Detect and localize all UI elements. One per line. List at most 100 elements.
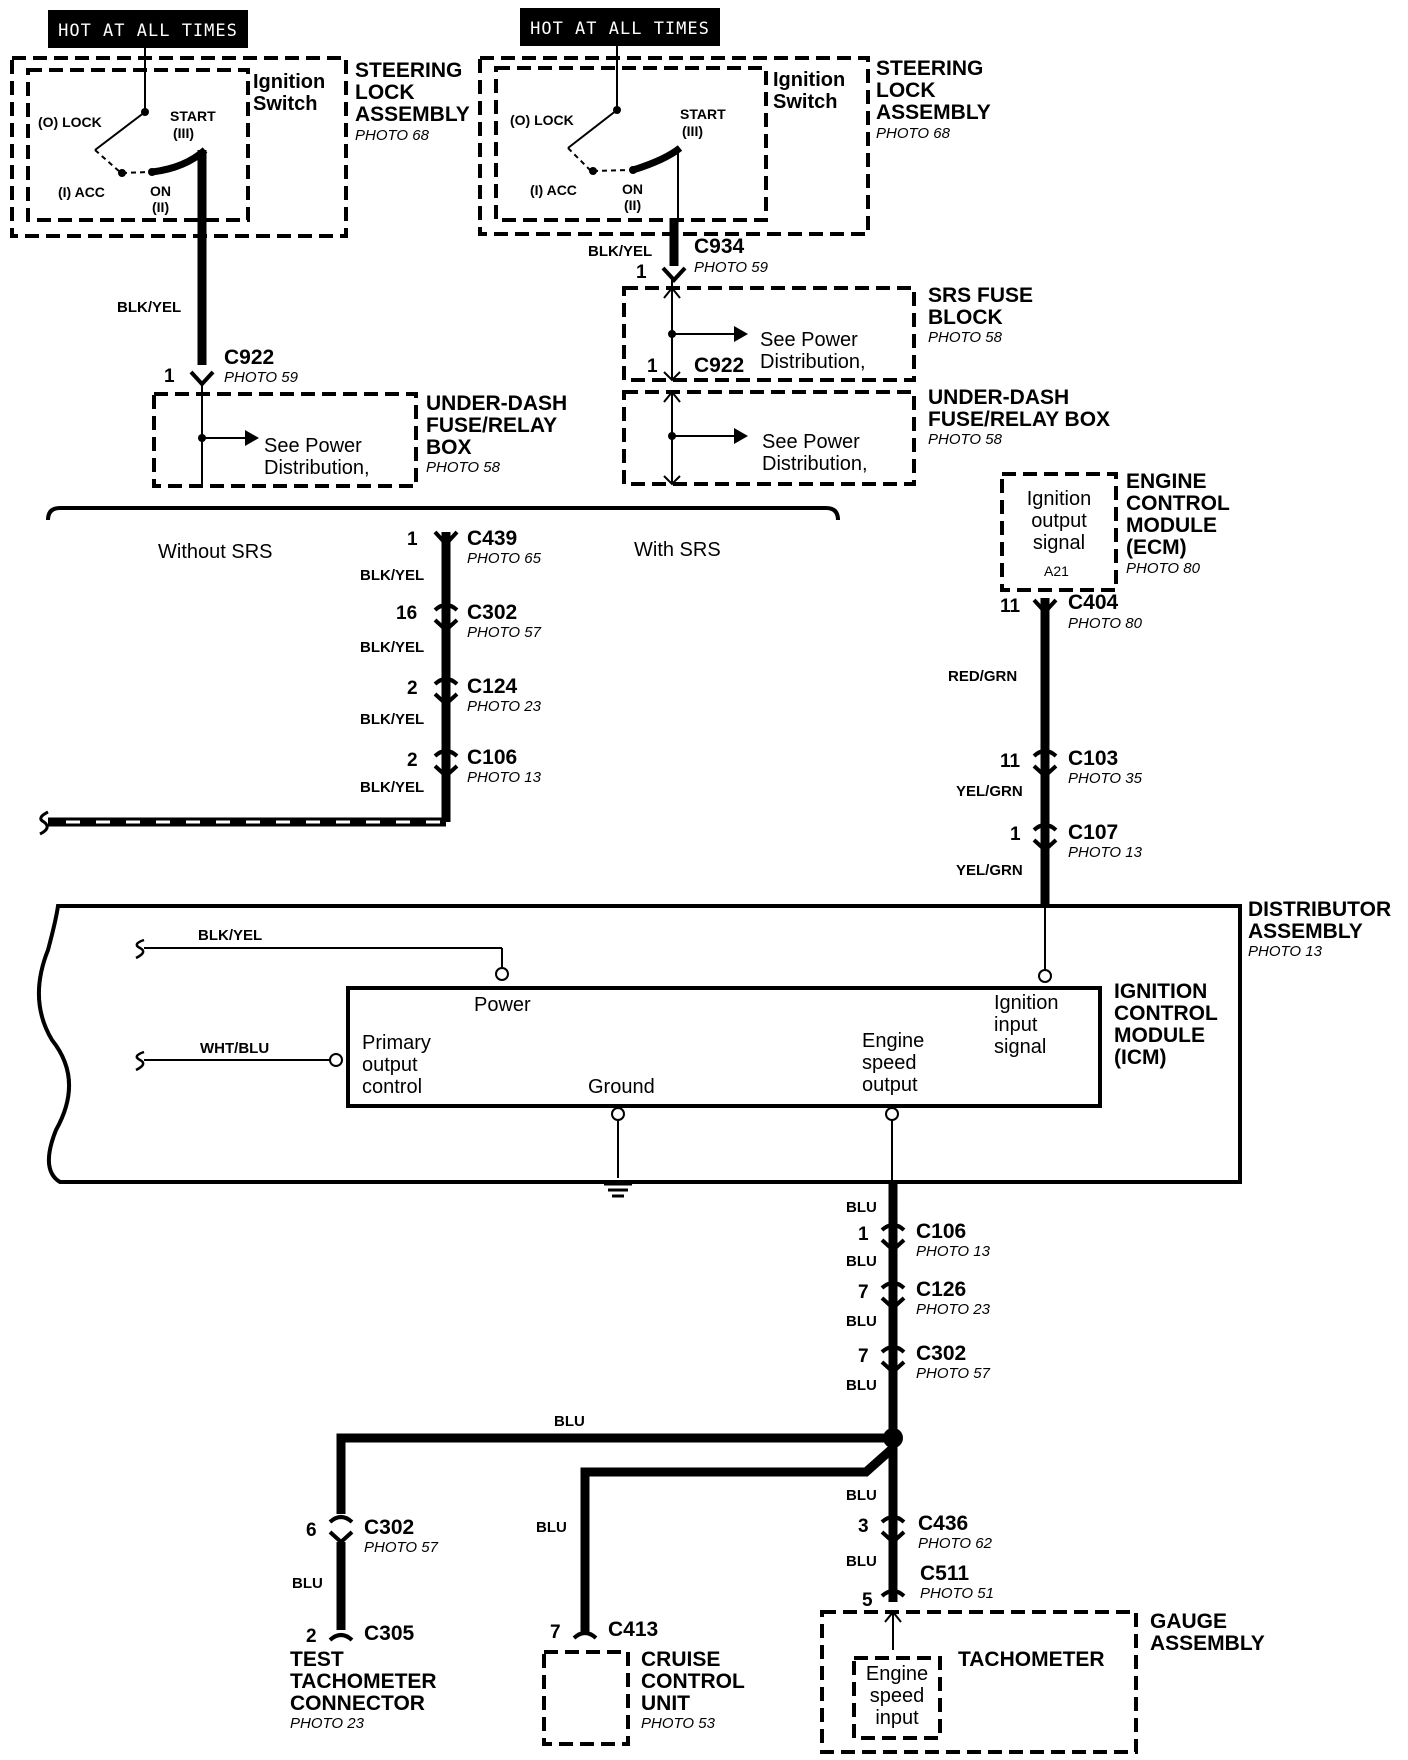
left-switch-acc: (I) ACC [58,184,105,200]
ecm-c404-photo: PHOTO 80 [1068,615,1143,632]
ecm-signal-2: output [1031,510,1087,532]
right-c934-label: C934 [694,235,745,258]
mid-c302-label: C302 [467,601,517,624]
distributor-assembly: DISTRIBUTOR ASSEMBLY PHOTO 13 IGNITION C… [37,898,1391,1198]
right-see-power-1: See Power [762,431,860,453]
srs-block-name-1: SRS FUSE [928,284,1033,307]
tt-c305-pin: 2 [306,1626,317,1647]
cruise-control-unit: BLU 7 C413 CRUISE CONTROL UNIT PHOTO 53 [536,1519,745,1746]
blu-c302-label: C302 [916,1342,966,1365]
test-tachometer-connector: 6 C302 PHOTO 57 BLU 2 C305 TEST TACHOMET… [290,1515,439,1732]
right-assembly-photo: PHOTO 68 [876,125,951,142]
mid-c106-label: C106 [467,746,517,769]
ecm-c103-wire: YEL/GRN [956,783,1023,800]
ecm-signal-3: signal [1033,532,1085,554]
tt-name-2: TACHOMETER [290,1670,437,1693]
blu-c302-pin: 7 [858,1346,869,1367]
tt-c302-photo: PHOTO 57 [364,1539,439,1556]
ecm-name-2: CONTROL [1126,492,1230,515]
left-steering-lock-assembly: (O) LOCK (I) ACC START (III) ON (II) Ign… [10,48,470,238]
icm-ground: Ground [588,1076,655,1098]
right-under-dash-fuse-box: See Power Distribution, UNDER-DASH FUSE/… [622,386,1110,486]
blu-c106: BLU 1 C106 PHOTO 13 [846,1199,991,1260]
gauge-c511-photo: PHOTO 51 [920,1585,994,1602]
gauge-c511-label: C511 [920,1562,969,1585]
left-switch-start: START [170,108,216,124]
right-fuse-box-name-1: UNDER-DASH [928,386,1069,409]
right-switch-start: START [680,106,726,122]
right-c934-connector-symbol [661,266,687,283]
right-see-power-2: Distribution, [762,453,868,475]
mid-c439-wire: BLK/YEL [360,567,424,584]
left-ignition-switch-title-2: Switch [253,93,317,115]
gauge-name-2: ASSEMBLY [1150,1632,1265,1655]
icm-name-1: IGNITION [1114,980,1207,1003]
left-c922-photo: PHOTO 59 [224,369,299,386]
ecm-c103: 11 C103 PHOTO 35 YEL/GRN [956,747,1143,800]
mid-c106: 2 C106 PHOTO 13 BLK/YEL [360,746,542,796]
mid-c302-photo: PHOTO 57 [467,624,542,641]
without-srs-label: Without SRS [158,541,272,563]
mid-c124-wire: BLK/YEL [360,711,424,728]
icm-box [346,986,1102,1108]
mid-c302-pin: 16 [396,603,417,624]
right-switch-on-num: (II) [624,197,641,213]
icm-name-2: CONTROL [1114,1002,1218,1025]
gauge-wire2-label: BLU [846,1553,877,1570]
tt-wire-label: BLU [292,1575,323,1592]
ecm-c404: 11 C404 PHOTO 80 RED/GRN [948,591,1143,685]
hot-label-left-text: HOT AT ALL TIMES [58,21,238,41]
blu-c106-pin: 1 [858,1224,869,1245]
icm-power: Power [474,994,531,1016]
ecm-name-3: MODULE [1126,514,1217,537]
right-fuse-box-name-2: FUSE/RELAY BOX [928,408,1110,431]
cruise-wire-label: BLU [536,1519,567,1536]
gauge-input-3: input [875,1707,919,1729]
srs-see-power-2: Distribution, [760,351,866,373]
mid-c439: 1 C439 PHOTO 65 BLK/YEL [360,527,542,584]
blu-c126-photo: PHOTO 23 [916,1301,991,1318]
blu-c302-wire: BLU [846,1377,877,1394]
right-assembly-name-2: LOCK [876,79,936,102]
ecm: Ignition output signal A21 ENGINE CONTRO… [1000,470,1230,592]
left-assembly-name-2: LOCK [355,81,415,104]
right-ignition-switch-title-2: Switch [773,91,837,113]
ecm-c404-label: C404 [1068,591,1119,614]
icm-engine-speed-3: output [862,1074,918,1096]
left-fuse-box-name-3: BOX [426,436,472,459]
left-c922-label: C922 [224,346,274,369]
mid-c302: 16 C302 PHOTO 57 BLK/YEL [360,601,542,656]
ecm-c107-wire: YEL/GRN [956,862,1023,879]
icm-ign-input-1: Ignition [994,992,1059,1014]
gauge-input-1: Engine [866,1663,928,1685]
ecm-c103-pin: 11 [1000,751,1021,772]
gauge-name-1: GAUGE [1150,1610,1227,1633]
right-switch-start-num: (III) [682,123,703,139]
gauge-assembly: BLU 3 C436 PHOTO 62 BLU 5 C511 PHOTO 51 … [820,1487,1265,1754]
left-assembly-photo: PHOTO 68 [355,127,430,144]
gauge-tach-label: TACHOMETER [958,1648,1105,1671]
left-fuse-box-name-1: UNDER-DASH [426,392,567,415]
blu-branch-test-tach [336,1433,893,1514]
icm-ign-input-2: input [994,1014,1038,1036]
ecm-terminal: A21 [1044,563,1069,579]
ecm-signal-1: Ignition [1027,488,1092,510]
tt-name-1: TEST [290,1648,344,1671]
srs-block-name-2: BLOCK [928,306,1003,329]
ecm-name-1: ENGINE [1126,470,1207,493]
left-switch-start-num: (III) [173,125,194,141]
right-steering-lock-assembly: (O) LOCK (I) ACC START (III) ON (II) Ign… [478,46,991,236]
srs-fuse-block: See Power Distribution, 1 C922 SRS FUSE … [622,280,1033,382]
icm-ign-input-3: signal [994,1036,1046,1058]
mid-c106-pin: 2 [407,750,418,771]
blu-c126-wire: BLU [846,1253,877,1270]
gauge-c511-pin: 5 [862,1590,873,1611]
left-ignition-switch-title: Ignition [253,71,325,93]
icm-primary-3: control [362,1076,422,1098]
mid-c439-pin: 1 [407,529,418,550]
tt-c305-label: C305 [364,1622,415,1645]
srs-c922-pin: 1 [647,356,658,377]
blu-branch-cruise [580,1444,896,1632]
mid-wire-to-left [39,810,446,836]
blu-c126: BLU 7 C126 PHOTO 23 [846,1253,991,1318]
